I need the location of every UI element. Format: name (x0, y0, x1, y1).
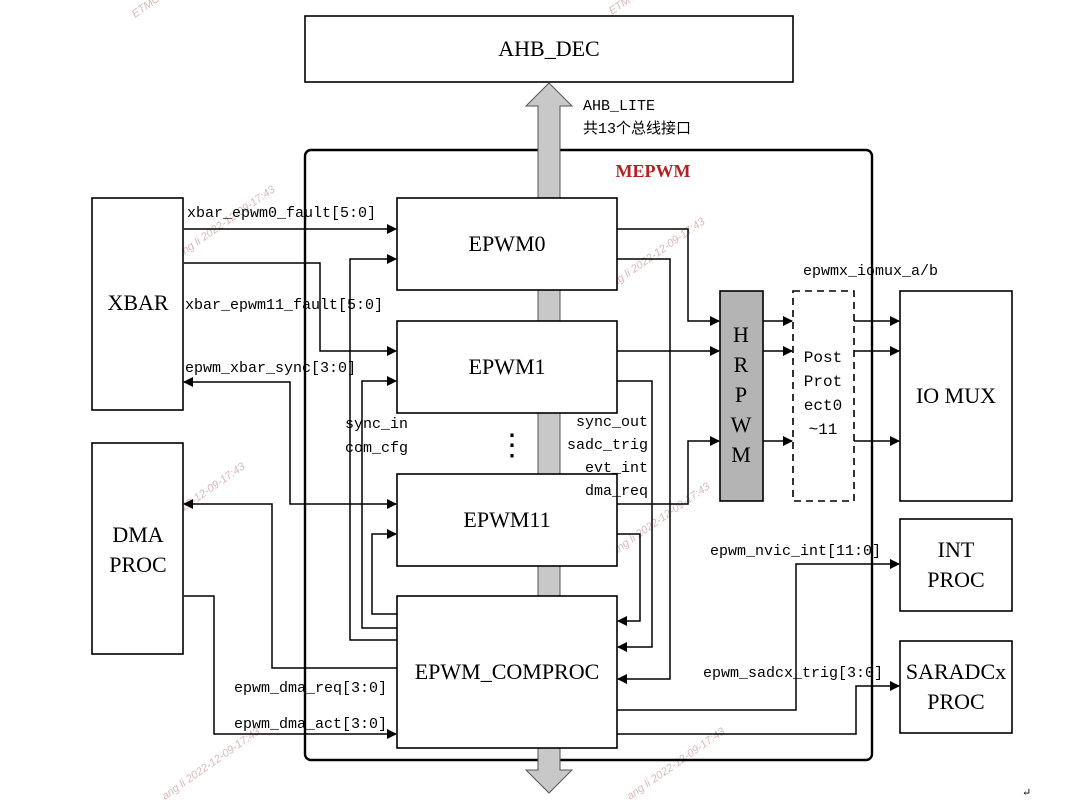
xbar-block (91, 197, 184, 411)
post-protect-line-3: ect0 (804, 397, 842, 415)
int-proc-label-1: INT (938, 537, 975, 562)
epwm0-block (396, 197, 618, 291)
label-xbar-sync: epwm_xbar_sync[3:0] (185, 360, 356, 377)
xbar-label: XBAR (107, 290, 168, 315)
label-com-cfg: com_cfg (345, 440, 408, 457)
dma-proc-label-2: PROC (109, 552, 166, 577)
watermark-text: ang li 2022-12-09-17:43 (160, 725, 263, 802)
epwm11-block (396, 473, 618, 567)
io-mux-label: IO MUX (916, 383, 996, 408)
wire-epwm0-hrpwm (617, 228, 720, 326)
label-dma-req: epwm_dma_req[3:0] (234, 680, 387, 697)
label-xbar-fault0: xbar_epwm0_fault[5:0] (187, 205, 376, 222)
dma-proc-label-1: DMA (112, 522, 163, 547)
watermark-text: ang li 2022-12-09-17:43 (605, 215, 708, 292)
io-mux-block (899, 290, 1013, 502)
bus-label-interfaces: 共13个总线接口 (583, 120, 691, 138)
hrpwm-letter: M (731, 442, 751, 467)
mepwm-title: MEPWM (616, 161, 691, 181)
paragraph-mark: ↵ (1022, 787, 1031, 799)
saradc-proc-block (899, 640, 1013, 734)
ahb-dec-block (304, 15, 794, 83)
epwm0-label: EPWM0 (469, 231, 546, 256)
hrpwm-letter: R (734, 352, 749, 377)
label-dma-req-short: dma_req (585, 483, 648, 500)
ellipsis: ⋮ (497, 429, 527, 462)
wire-sadcx-trig (617, 681, 900, 735)
wire-dma-act (184, 595, 397, 739)
ahb-bus-arrow (524, 82, 574, 794)
epwm-comproc-label: EPWM_COMPROC (415, 659, 600, 684)
saradc-proc-label-2: PROC (927, 689, 984, 714)
hrpwm-letter: W (731, 412, 752, 437)
wire-sync-out-epwm0 (617, 258, 671, 684)
wire-sync-in-epwm11 (371, 529, 397, 615)
watermark-text: ang li 2022-12-09-17:43 (625, 725, 728, 802)
label-evt-int: evt_int (585, 460, 648, 477)
wire-xbar-fault11 (184, 262, 397, 356)
label-dma-act: epwm_dma_act[3:0] (234, 716, 387, 733)
watermark-text: ETMCU (130, 0, 169, 20)
wire-sync-out-epwm11 (617, 533, 641, 626)
label-sync-out: sync_out (576, 414, 648, 431)
label-iomux: epwmx_iomux_a/b (803, 263, 938, 280)
bus-label-ahb-lite: AHB_LITE (583, 98, 655, 115)
label-sync-in: sync_in (345, 416, 408, 433)
watermark-text: ETMCU (607, 0, 646, 17)
int-proc-label-2: PROC (927, 567, 984, 592)
dma-proc-block (91, 442, 184, 655)
wire-sync-in-epwm0 (349, 254, 397, 641)
epwm1-label: EPWM1 (469, 354, 546, 379)
saradc-proc-label-1: SARADCx (906, 659, 1006, 684)
wire-nvic-int (617, 559, 900, 711)
post-protect-block (792, 290, 855, 502)
hrpwm-letter: H (733, 322, 749, 347)
epwm11-label: EPWM11 (463, 507, 550, 532)
wire-sync-in-epwm1 (361, 376, 397, 629)
wire-dma-req (183, 499, 397, 669)
wire-xbar-sync (183, 377, 397, 509)
label-sadc-trig: sadc_trig (567, 437, 648, 454)
post-protect-line-2: Prot (804, 373, 842, 391)
label-sadcx-trig: epwm_sadcx_trig[3:0] (703, 665, 883, 682)
label-nvic-int: epwm_nvic_int[11:0] (710, 543, 881, 560)
post-protect-line-1: Post (804, 349, 842, 367)
wire-epwm11-hrpwm (617, 436, 720, 505)
hrpwm-block (719, 290, 764, 502)
ahb-dec-label: AHB_DEC (498, 36, 599, 61)
post-protect-line-4: ~11 (809, 421, 838, 439)
wire-sync-out-epwm1 (617, 380, 653, 652)
epwm1-block (396, 320, 618, 414)
hrpwm-letter: P (735, 382, 747, 407)
label-xbar-fault11: xbar_epwm11_fault[5:0] (185, 297, 383, 314)
int-proc-block (899, 518, 1013, 612)
epwm-comproc-block (396, 595, 618, 749)
